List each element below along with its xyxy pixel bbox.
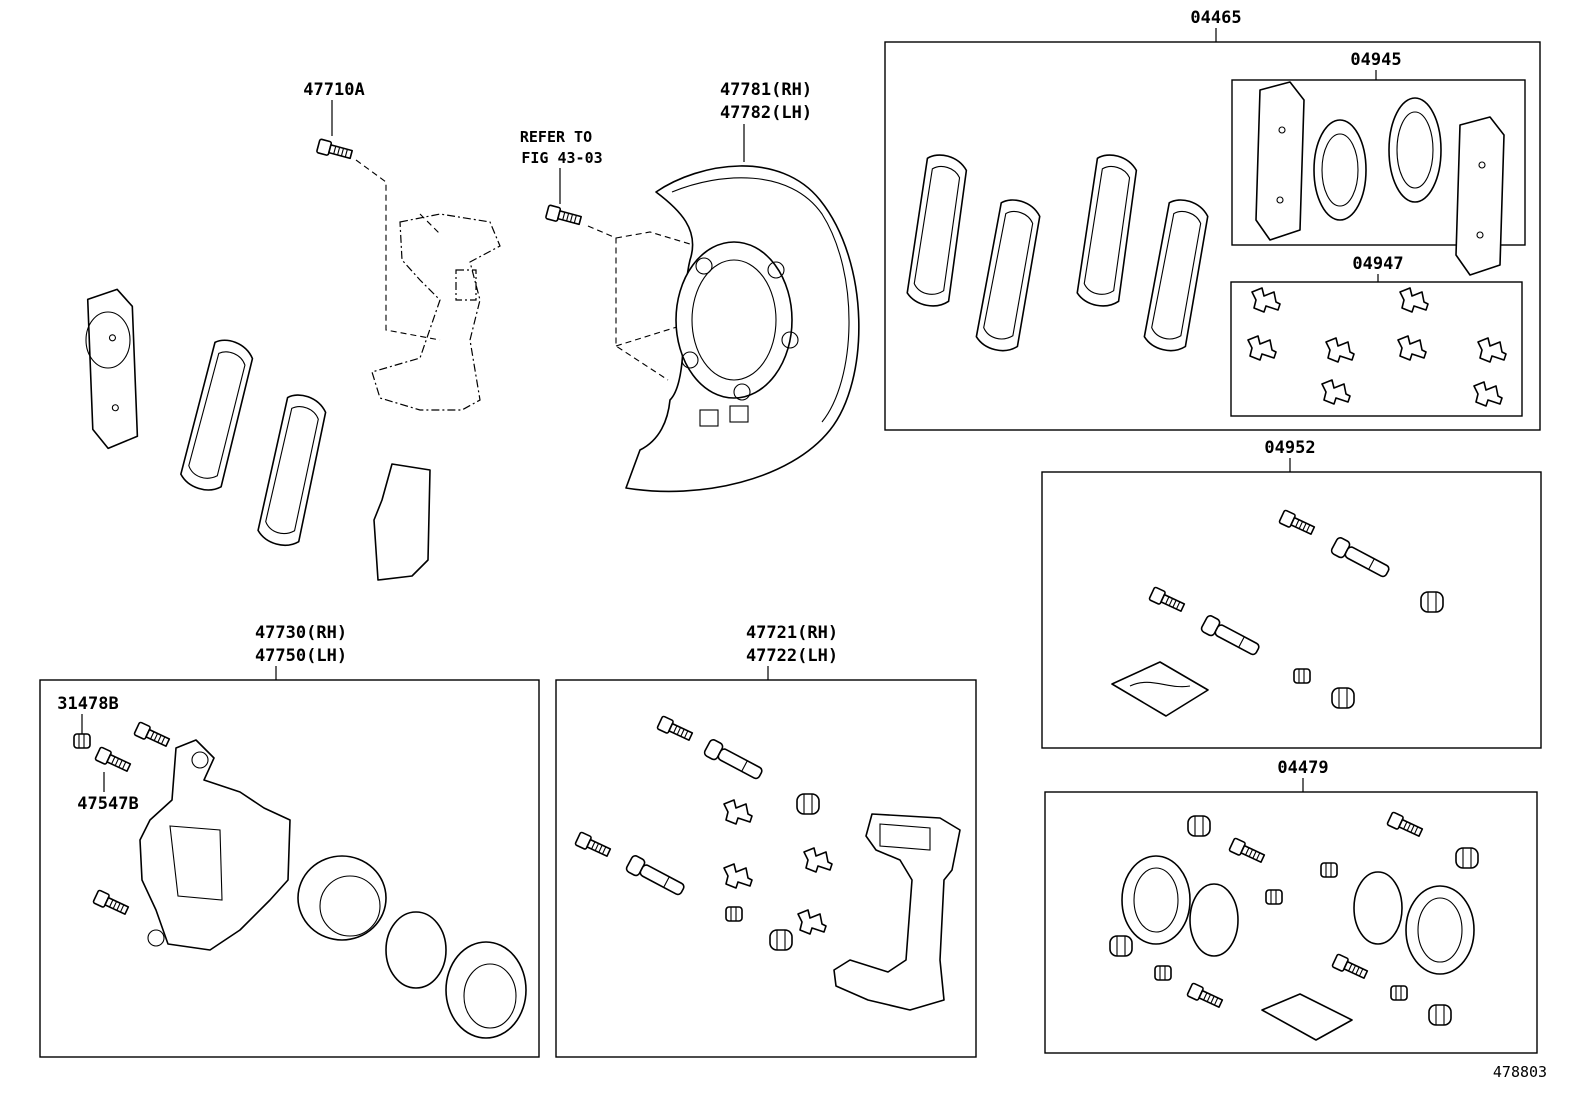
kit-04952-box xyxy=(1041,471,1542,749)
kit-04479-box xyxy=(1044,791,1538,1054)
clip-set-04947 xyxy=(1247,287,1507,407)
label-47782-lh: 47782(LH) xyxy=(720,103,812,123)
refer-text-line2: FIG 43-03 xyxy=(521,149,602,167)
pad-set-04465 xyxy=(905,152,1211,355)
label-47722-lh: 47722(LH) xyxy=(746,646,838,666)
mounting-box xyxy=(555,679,977,1058)
label-47781-rh: 47781(RH) xyxy=(720,80,812,100)
refer-text-line1: REFER TO xyxy=(520,128,592,146)
piston xyxy=(297,855,387,941)
caliper-mounting-ghost xyxy=(371,213,501,411)
cylinder-kit-04479 xyxy=(1109,811,1479,1041)
kit-04465-box xyxy=(884,41,1541,431)
label-47710a: 47710A xyxy=(303,80,364,100)
bolt-refer-fig xyxy=(544,204,583,229)
label-47750-lh: 47750(LH) xyxy=(255,646,347,666)
label-31478b: 31478B xyxy=(57,694,118,714)
piston-seal xyxy=(385,911,447,989)
figure-number: 478803 xyxy=(1493,1063,1547,1081)
kit-04945-box xyxy=(1231,79,1526,246)
label-47721-rh: 47721(RH) xyxy=(746,623,838,643)
caliper-cylinder-body xyxy=(139,739,291,951)
label-47547b: 47547B xyxy=(77,794,138,814)
cylinder-boot xyxy=(445,941,527,1039)
pin-set-04952 xyxy=(1111,509,1444,717)
left-pads-shims xyxy=(82,287,431,581)
shim-set-04945 xyxy=(1255,81,1505,276)
cylinder-bolt-bottom xyxy=(92,889,131,918)
label-04952: 04952 xyxy=(1264,438,1315,458)
cylinder-bolt-top xyxy=(133,721,172,750)
mounting-parts xyxy=(574,715,961,1011)
cylinder-box xyxy=(39,679,540,1058)
label-04947: 04947 xyxy=(1352,254,1403,274)
label-47730-rh: 47730(RH) xyxy=(255,623,347,643)
label-04465: 04465 xyxy=(1190,8,1241,28)
kit-04947-box xyxy=(1230,281,1523,417)
bolt-47710a xyxy=(315,138,354,163)
bleeder-plug xyxy=(94,746,133,775)
label-04945: 04945 xyxy=(1350,50,1401,70)
disc-dust-cover xyxy=(625,165,860,493)
bleeder-cap xyxy=(73,733,91,749)
label-04479: 04479 xyxy=(1277,758,1328,778)
